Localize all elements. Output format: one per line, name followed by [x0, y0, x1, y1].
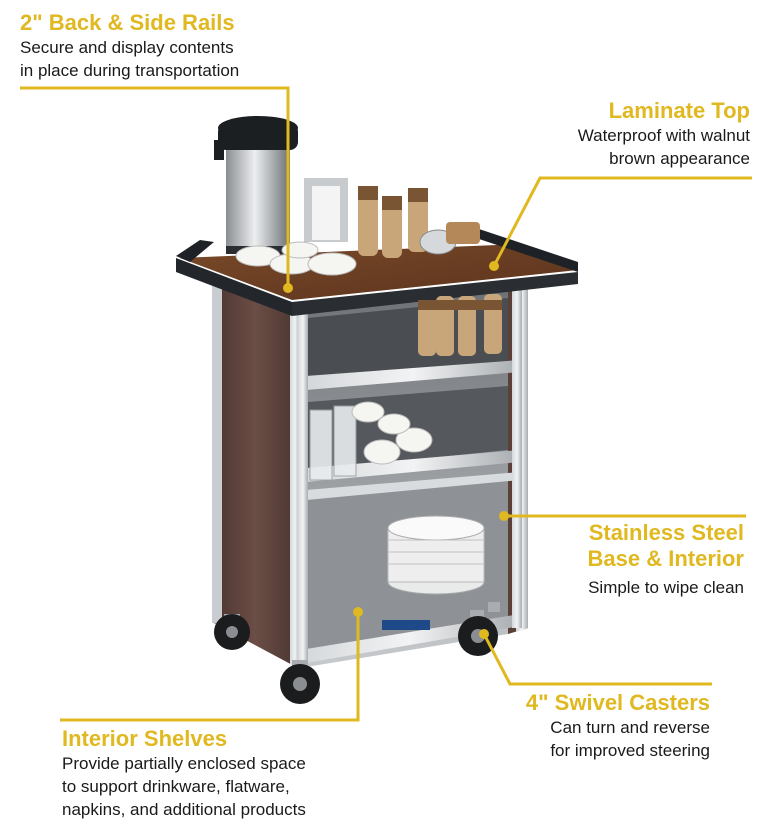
- callout-desc-line: brown appearance: [609, 149, 750, 168]
- shelves-leader: [60, 614, 360, 722]
- callout-desc-line: Provide partially enclosed space: [62, 754, 306, 773]
- cart-body: [212, 272, 528, 668]
- callout-leaders: [20, 86, 752, 722]
- cups-top: [235, 241, 357, 276]
- plate-stack: [387, 515, 485, 595]
- callout-title: 2" Back & Side Rails: [20, 10, 235, 35]
- basket: [446, 222, 480, 244]
- rails-dot: [283, 283, 293, 293]
- stainless-dot: [499, 511, 509, 521]
- callout-back-side-rails: 2" Back & Side Rails Secure and display …: [20, 10, 239, 82]
- glassware: [309, 401, 433, 481]
- callout-stainless-steel: Stainless Steel Base & Interior Simple t…: [588, 520, 745, 599]
- callout-desc-line: Secure and display contents: [20, 38, 234, 57]
- casters-dot: [479, 629, 489, 639]
- callout-title: 4" Swivel Casters: [525, 690, 710, 715]
- bottles-top: [358, 186, 428, 258]
- casters: [214, 602, 500, 704]
- callout-desc-line: to support drinkware, flatware,: [62, 777, 290, 796]
- callout-interior-shelves: Interior Shelves Provide partially enclo…: [62, 726, 306, 821]
- callout-title-line: Base & Interior: [587, 546, 745, 571]
- callout-title-line: Stainless Steel: [588, 520, 744, 545]
- callout-desc-line: Simple to wipe clean: [588, 578, 744, 597]
- laminate-leader: [492, 176, 752, 267]
- coffee-urn: [214, 116, 298, 254]
- callout-desc-line: napkins, and additional products: [62, 800, 306, 819]
- callout-desc-line: Can turn and reverse: [550, 718, 710, 737]
- callout-title: Interior Shelves: [62, 726, 228, 751]
- bottles-shelf: [418, 294, 502, 356]
- rails-leader: [20, 86, 290, 286]
- callout-laminate-top: Laminate Top Waterproof with walnut brow…: [578, 98, 750, 170]
- callout-title: Laminate Top: [608, 98, 750, 123]
- laminate-dot: [489, 261, 499, 271]
- callout-desc-line: Waterproof with walnut: [577, 126, 750, 145]
- callout-desc-line: in place during transportation: [20, 61, 240, 80]
- shelves-dot: [353, 607, 363, 617]
- callout-desc-line: for improved steering: [550, 741, 710, 760]
- casters-leader: [482, 633, 712, 686]
- callout-swivel-casters: 4" Swivel Casters Can turn and reverse f…: [526, 690, 710, 762]
